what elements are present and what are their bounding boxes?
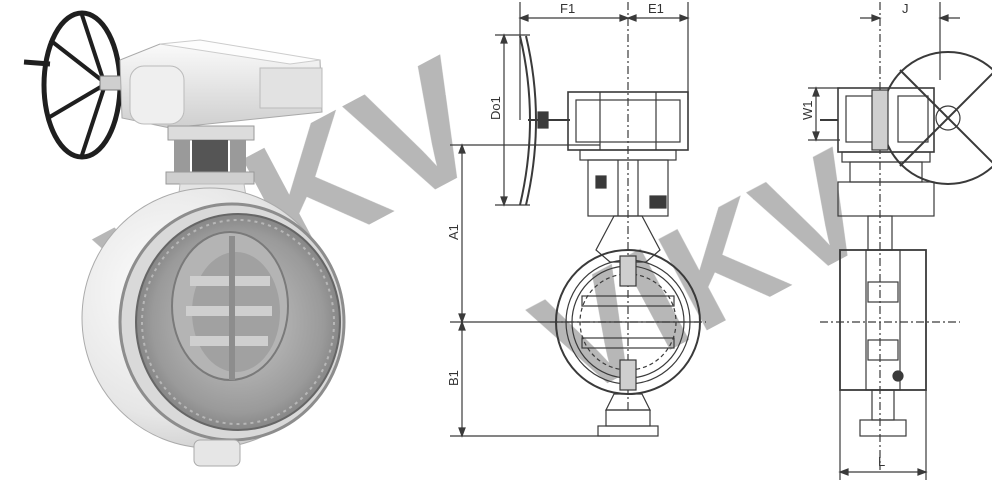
valve-photo <box>23 10 346 467</box>
dim-label-j: J <box>902 1 909 16</box>
dim-label-l: L <box>878 454 885 469</box>
dim-label-e1: E1 <box>648 1 664 16</box>
front-elevation-drawing: F1 E1 Do1 A1 B1 <box>446 1 706 438</box>
valve-body <box>81 187 346 467</box>
dim-label-f1: F1 <box>560 1 575 16</box>
gearbox <box>119 39 323 129</box>
dim-label-b1: B1 <box>446 370 461 386</box>
handwheel <box>23 10 123 160</box>
side-elevation-drawing: J W1 L <box>800 1 992 480</box>
dim-label-a1: A1 <box>446 224 461 240</box>
dim-label-w1: W1 <box>800 101 815 121</box>
dim-label-do1: Do1 <box>488 96 503 120</box>
